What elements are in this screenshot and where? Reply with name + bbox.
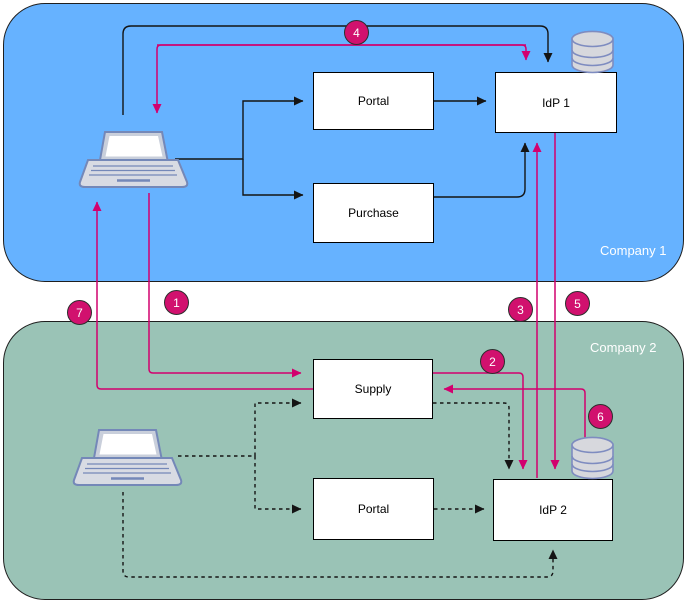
node-supply-label: Supply: [354, 382, 392, 396]
step-badge-5: 5: [565, 291, 590, 316]
step-4-number: 4: [353, 25, 360, 40]
step-badge-2: 2: [480, 349, 505, 374]
step-2-number: 2: [489, 354, 496, 369]
node-idp2-label: IdP 2: [539, 503, 567, 517]
step-badge-6: 6: [588, 404, 613, 429]
node-purchase-label: Purchase: [348, 206, 399, 220]
zone-company2-label: Company 2: [590, 340, 657, 355]
node-supply: Supply: [313, 359, 433, 419]
node-idp1: IdP 1: [495, 72, 617, 133]
step-badge-4: 4: [344, 20, 369, 45]
step-3-number: 3: [517, 302, 524, 317]
node-portal-company1-label: Portal: [357, 94, 390, 108]
node-portal-company1: Portal: [313, 72, 434, 130]
step-badge-7: 7: [67, 300, 92, 325]
step-badge-1: 1: [164, 290, 189, 315]
step-badge-3: 3: [508, 297, 533, 322]
node-purchase: Purchase: [313, 183, 434, 243]
step-6-number: 6: [597, 409, 604, 424]
node-idp2: IdP 2: [493, 479, 613, 541]
zone-company1-label: Company 1: [600, 243, 667, 258]
step-5-number: 5: [574, 296, 581, 311]
node-portal-company2: Portal: [313, 478, 434, 540]
node-idp1-label: IdP 1: [542, 95, 570, 110]
node-portal-company2-label: Portal: [357, 502, 390, 516]
step-7-number: 7: [76, 305, 83, 320]
step-1-number: 1: [173, 295, 180, 310]
